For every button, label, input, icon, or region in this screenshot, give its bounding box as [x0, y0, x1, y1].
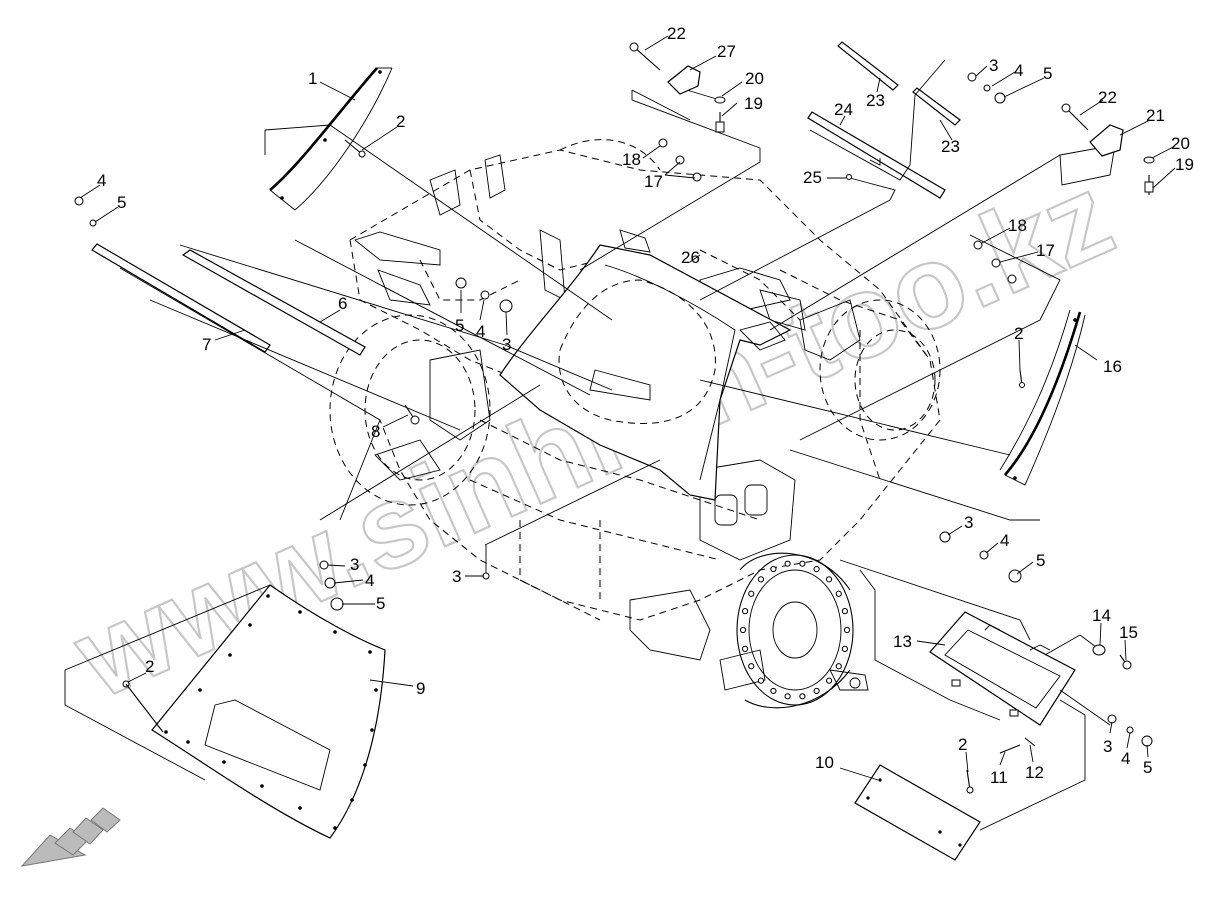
- callout-3: 3: [502, 335, 511, 354]
- callout-3: 3: [964, 513, 973, 532]
- callout-14: 14: [1092, 606, 1111, 625]
- callout-18: 18: [622, 150, 641, 169]
- callout-4: 4: [1000, 531, 1009, 550]
- callout-23: 23: [866, 91, 885, 110]
- part-24-plate: [807, 111, 946, 199]
- part-1-curved-strip: [269, 67, 393, 211]
- callout-12: 12: [1025, 763, 1044, 782]
- callout-4: 4: [97, 171, 106, 190]
- callout-22: 22: [667, 24, 686, 43]
- callout-5: 5: [117, 193, 126, 212]
- chassis-details: [354, 154, 869, 691]
- callout-9: 9: [416, 679, 425, 698]
- part-16-curved-strip: [999, 309, 1086, 486]
- center-panel-26: [499, 229, 792, 501]
- callout-18: 18: [1008, 216, 1027, 235]
- callout-10: 10: [815, 753, 834, 772]
- callout-7: 7: [202, 335, 211, 354]
- callout-2: 2: [958, 735, 967, 754]
- callout-6: 6: [338, 294, 347, 313]
- callout-16: 16: [1103, 357, 1122, 376]
- chassis-body: [329, 139, 941, 621]
- callout-20: 20: [745, 69, 764, 88]
- callout-25: 25: [803, 168, 822, 187]
- callout-2: 2: [396, 112, 405, 131]
- callout-4: 4: [1121, 749, 1130, 768]
- callout-1: 1: [308, 69, 317, 88]
- callout-leaders: [79, 35, 1176, 781]
- direction-arrow-icon: [20, 807, 121, 867]
- callout-19: 19: [744, 94, 763, 113]
- washer-5a: [89, 219, 97, 227]
- callout-4: 4: [476, 322, 485, 341]
- callout-27: 27: [717, 42, 736, 61]
- callout-21: 21: [1146, 106, 1165, 125]
- part-10-plate: [854, 764, 981, 861]
- callout-26: 26: [681, 248, 700, 267]
- part-13-frame: [929, 611, 1076, 726]
- callout-3: 3: [989, 56, 998, 75]
- callout-23: 23: [941, 137, 960, 156]
- callout-11: 11: [990, 768, 1008, 787]
- callout-labels: 1 2 4 5 6 7 5 4 3 8 22 27 20 19 18 17 26…: [97, 24, 1194, 787]
- callout-22: 22: [1098, 88, 1117, 107]
- callout-2: 2: [145, 657, 154, 676]
- part-7-strip: [91, 243, 271, 353]
- callout-8: 8: [371, 422, 380, 441]
- callout-3: 3: [1103, 737, 1112, 756]
- callout-17: 17: [1036, 241, 1055, 260]
- leader-lines: [64, 59, 1116, 831]
- nut-4a: [74, 196, 84, 206]
- part-23-top-plate: [837, 41, 899, 91]
- callout-5: 5: [1043, 64, 1052, 83]
- callout-3: 3: [452, 567, 461, 586]
- callout-17: 17: [644, 172, 663, 191]
- callout-20: 20: [1171, 134, 1190, 153]
- callout-5: 5: [1143, 758, 1152, 777]
- callout-13: 13: [893, 632, 912, 651]
- part-9-front-panel: [151, 584, 386, 839]
- callout-5: 5: [455, 316, 464, 335]
- callout-19: 19: [1175, 155, 1194, 174]
- part-23-right-plate: [912, 87, 961, 126]
- callout-24: 24: [834, 100, 853, 119]
- callout-4: 4: [365, 571, 374, 590]
- callout-5: 5: [1036, 551, 1045, 570]
- callout-3: 3: [350, 555, 359, 574]
- part-6-strip: [181, 249, 366, 356]
- rear-wheel-hub: [736, 552, 854, 709]
- hardware: [74, 42, 1155, 794]
- callout-15: 15: [1119, 623, 1138, 642]
- callout-2: 2: [1014, 324, 1023, 343]
- callout-5: 5: [376, 594, 385, 613]
- callout-4: 4: [1014, 61, 1023, 80]
